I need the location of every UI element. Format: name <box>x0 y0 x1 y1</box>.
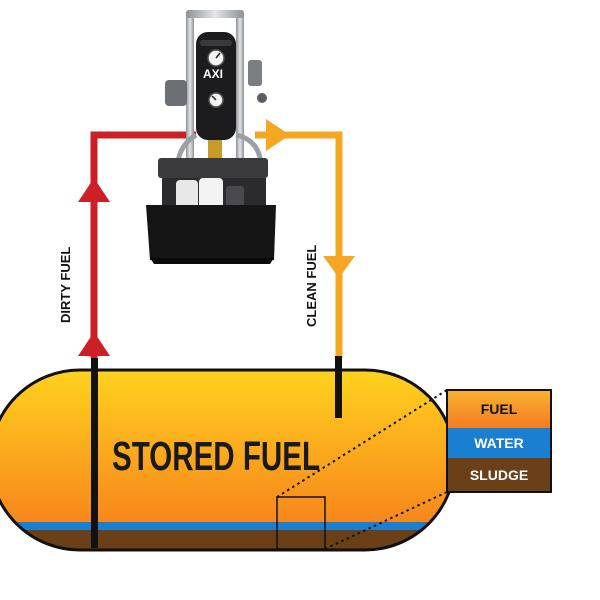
storage-tank: STORED FUEL <box>0 368 457 552</box>
dirty-fuel-label: DIRTY FUEL <box>58 247 73 323</box>
legend-sludge-label: SLUDGE <box>470 467 528 483</box>
clean-fuel-line: CLEAN FUEL <box>255 119 355 418</box>
tank-outline <box>0 368 457 552</box>
brand-logo: AXI <box>203 67 223 81</box>
legend-fuel-swatch <box>447 390 551 428</box>
pump-housing <box>196 32 236 140</box>
tank-label: STORED FUEL <box>112 433 320 479</box>
up-arrow-icon <box>78 332 110 356</box>
legend-water-label: WATER <box>474 435 524 451</box>
return-pipe <box>335 356 342 418</box>
dirty-fuel-line: DIRTY FUEL <box>58 131 196 548</box>
right-arrow-icon <box>266 119 290 151</box>
layer-detail-callout: FUEL WATER SLUDGE <box>276 389 552 550</box>
base-tray <box>146 205 276 260</box>
legend-water-swatch <box>447 428 551 458</box>
filtration-unit: AXI <box>146 10 276 264</box>
down-arrow-icon <box>323 256 355 278</box>
sludge-layer <box>0 530 455 550</box>
legend-fuel-label: FUEL <box>481 401 518 417</box>
suction-pipe <box>91 358 98 548</box>
clean-fuel-label: CLEAN FUEL <box>304 245 319 327</box>
up-arrow-icon <box>78 178 110 202</box>
water-layer <box>0 522 455 530</box>
legend-sludge-swatch <box>447 458 551 492</box>
fuel-layer <box>0 370 455 522</box>
zoom-region <box>276 496 326 550</box>
